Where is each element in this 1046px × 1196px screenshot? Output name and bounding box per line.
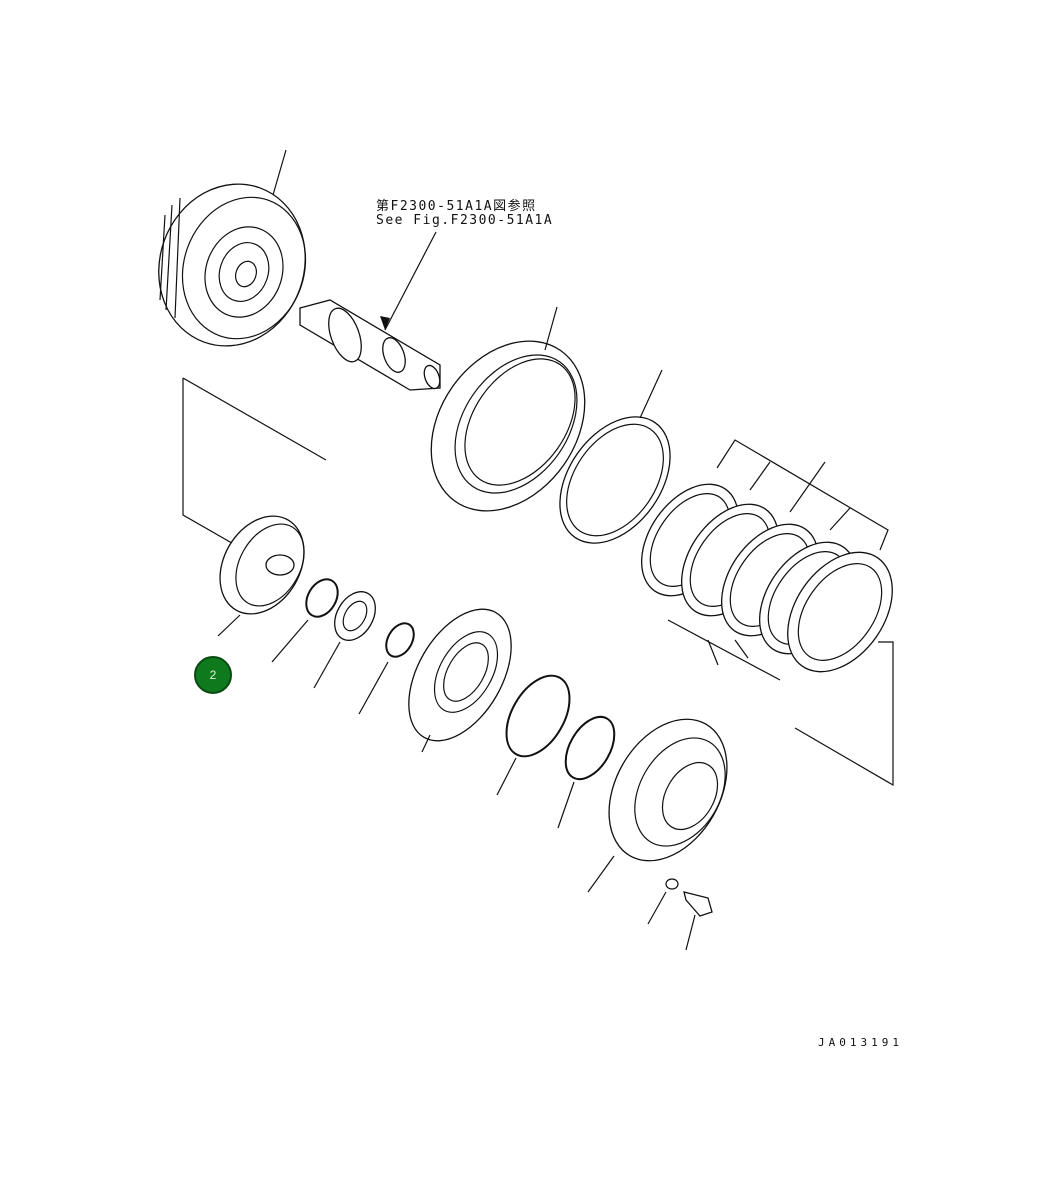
carrier-gear — [219, 515, 305, 615]
bearing — [334, 591, 376, 641]
clutch-housing — [608, 718, 728, 862]
plate-leader-bracket — [716, 439, 889, 551]
leader-line — [421, 734, 431, 753]
leader-line — [313, 641, 341, 689]
clutch-plate-stack — [640, 483, 893, 673]
shaft — [299, 299, 441, 391]
bolt — [683, 891, 713, 917]
clutch-drum-top — [158, 183, 307, 347]
leader-line — [587, 855, 615, 893]
reference-note-japanese: 第F2300-51A1A図参照 — [376, 199, 537, 214]
leader-arrow — [380, 316, 390, 330]
o-ring — [564, 715, 616, 781]
snap-ring — [305, 578, 339, 618]
leader-line — [685, 914, 696, 951]
leader-line — [647, 891, 667, 925]
leader-line — [358, 661, 389, 715]
leader-line — [272, 149, 287, 196]
leader-line — [217, 614, 241, 637]
thrust-plate — [559, 416, 671, 544]
leader-line — [271, 619, 309, 663]
reference-leader-line — [384, 231, 437, 331]
leader-line — [639, 369, 663, 419]
callout-label: 2 — [209, 668, 217, 682]
washer — [665, 878, 679, 890]
snap-ring — [385, 622, 415, 658]
reference-note-english: See Fig.F2300-51A1A — [376, 213, 554, 228]
plate-leader-bracket-lower — [667, 619, 894, 787]
ring-gear — [430, 340, 586, 512]
drawing-number: JA013191 — [818, 1036, 903, 1049]
leader-line — [544, 306, 558, 351]
leader-line — [496, 757, 517, 796]
part-callout-button[interactable]: 2 — [194, 656, 232, 694]
leader-line — [557, 781, 575, 829]
o-ring — [505, 674, 571, 758]
piston — [408, 608, 512, 742]
